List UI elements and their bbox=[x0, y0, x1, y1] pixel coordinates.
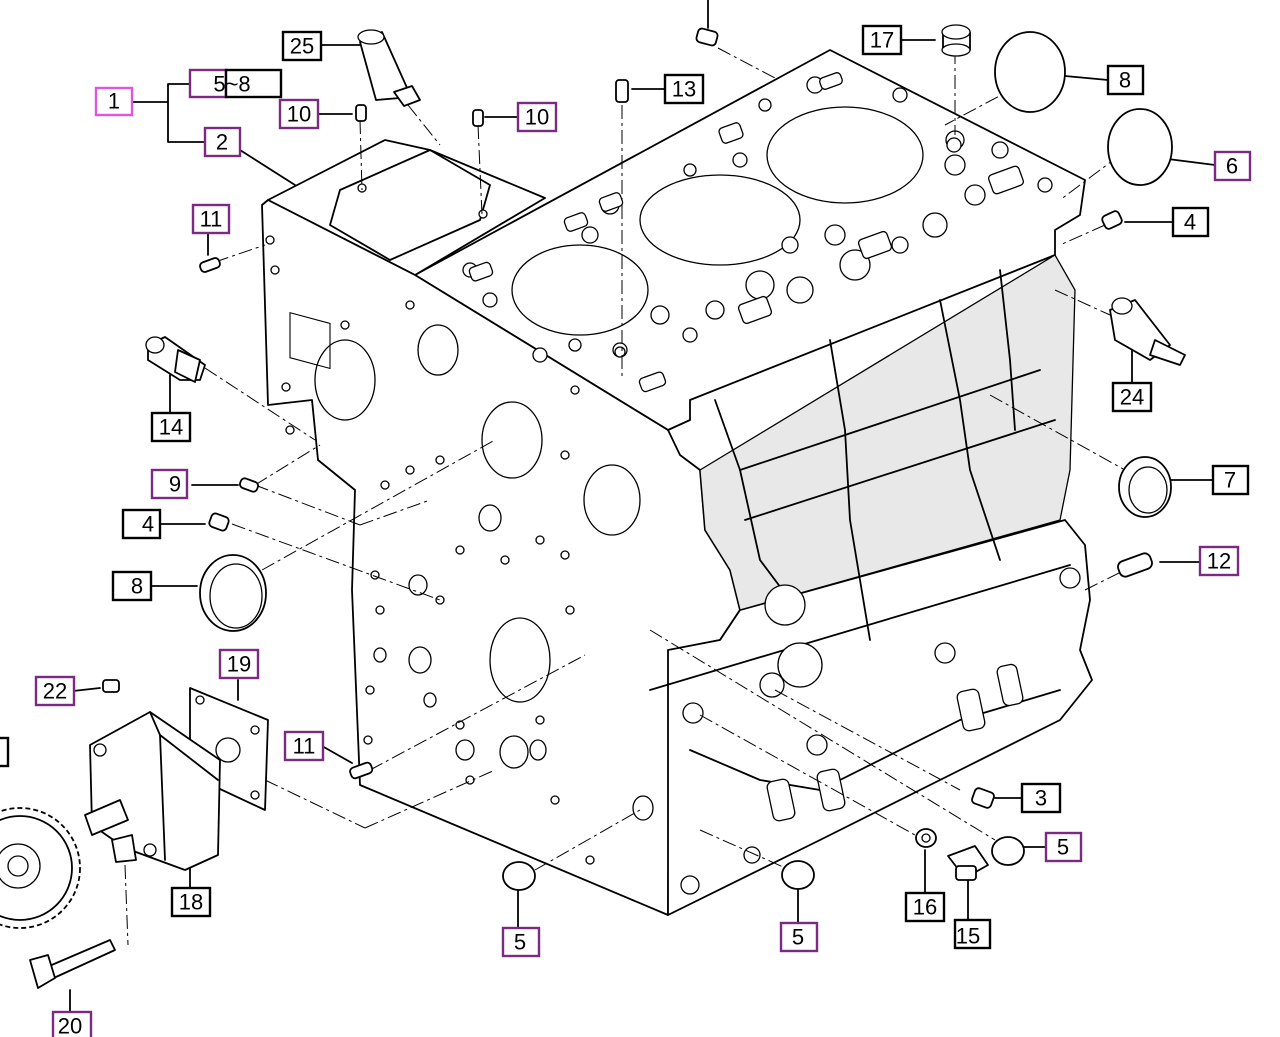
part-24-sensor bbox=[1109, 297, 1186, 366]
callout-22: 22 bbox=[34, 675, 76, 707]
callout-11a: 11 bbox=[191, 203, 231, 235]
callout-8a: 8 bbox=[1106, 64, 1145, 96]
callout-6: 6 bbox=[1213, 150, 1252, 182]
part-25-sensor bbox=[357, 29, 421, 107]
part-4-plug-left bbox=[208, 512, 230, 532]
callout-label: 14 bbox=[159, 415, 183, 440]
callouts: 1 5~8 2 25 10 10 13 17 8 6 4 11 24 14 9 … bbox=[0, 24, 1252, 1037]
callout-label: 4 bbox=[1184, 210, 1196, 235]
callout-label: 7 bbox=[1224, 468, 1236, 493]
part-5-plug-left bbox=[502, 861, 536, 891]
callout-label: 1 bbox=[108, 89, 120, 114]
part-13-pin bbox=[615, 79, 629, 103]
part-8-plug-left bbox=[199, 554, 267, 632]
part-15-drain-plug bbox=[947, 845, 989, 881]
callout-4b: 4 bbox=[121, 508, 162, 540]
callout-5a: 5 bbox=[1044, 831, 1083, 863]
callout-label: 24 bbox=[1120, 385, 1144, 410]
callout-14: 14 bbox=[150, 411, 192, 443]
loose-parts bbox=[0, 24, 1186, 989]
callout-5b: 5 bbox=[501, 926, 541, 958]
callout-1: 1 bbox=[94, 86, 134, 117]
callout-24: 24 bbox=[1111, 381, 1153, 413]
callout-label: 8 bbox=[1119, 68, 1131, 93]
callout-label: 4 bbox=[142, 512, 154, 537]
callout-label: 18 bbox=[179, 890, 203, 915]
callout-9: 9 bbox=[150, 468, 189, 500]
part-gear bbox=[0, 807, 81, 929]
callout-20: 20 bbox=[51, 1010, 93, 1037]
callout-label: 3 bbox=[1035, 786, 1047, 811]
callout-label: 8 bbox=[131, 574, 143, 599]
callout-17: 17 bbox=[861, 24, 903, 56]
callout-edge-partial bbox=[0, 736, 10, 768]
part-12-pin bbox=[1117, 552, 1153, 578]
part-16-washer bbox=[915, 828, 937, 848]
callout-label: 16 bbox=[913, 895, 937, 920]
callout-label: 5 bbox=[514, 930, 526, 955]
callout-19: 19 bbox=[218, 648, 260, 680]
cylinder-block bbox=[261, 49, 1093, 916]
part-5-plug-mid bbox=[781, 860, 815, 890]
callout-16: 16 bbox=[904, 891, 946, 923]
callout-8b: 8 bbox=[111, 570, 153, 602]
part-10-pin-b bbox=[472, 109, 484, 127]
callout-label: 10 bbox=[525, 105, 549, 130]
part-17-cap bbox=[941, 24, 971, 57]
callout-10b: 10 bbox=[516, 101, 558, 133]
callout-13: 13 bbox=[663, 73, 705, 105]
callout-label: 25 bbox=[290, 34, 314, 59]
part-8-plug-top bbox=[994, 31, 1066, 113]
callout-label: 20 bbox=[58, 1014, 82, 1037]
callout-label: 22 bbox=[43, 679, 67, 704]
leader-lines bbox=[69, 0, 1216, 1013]
callout-label: 6 bbox=[1226, 154, 1238, 179]
callout-label: 5 bbox=[1057, 835, 1069, 860]
callout-4a: 4 bbox=[1171, 206, 1210, 238]
callout-10a: 10 bbox=[278, 98, 320, 130]
callout-label: 5~8 bbox=[213, 72, 250, 97]
callout-label: 15 bbox=[956, 924, 980, 949]
part-22-key bbox=[102, 679, 120, 693]
callout-7: 7 bbox=[1211, 464, 1250, 496]
callout-label: 13 bbox=[672, 77, 696, 102]
part-14-fitting bbox=[145, 336, 206, 383]
callout-12: 12 bbox=[1198, 545, 1240, 577]
part-9-pin bbox=[239, 477, 259, 493]
callout-18: 18 bbox=[170, 886, 212, 918]
callout-5c: 5 bbox=[779, 921, 819, 953]
part-11-pin-top bbox=[199, 257, 221, 273]
callout-15: 15 bbox=[953, 918, 992, 950]
part-3-plug bbox=[971, 787, 995, 809]
part-11-pin-bottom bbox=[349, 761, 374, 780]
callout-label: 17 bbox=[870, 28, 894, 53]
callout-25: 25 bbox=[281, 30, 323, 62]
part-6-plug bbox=[1107, 108, 1173, 186]
callout-label: 12 bbox=[1207, 549, 1231, 574]
part-7-ring bbox=[1118, 456, 1172, 518]
callout-label: 9 bbox=[169, 472, 181, 497]
callout-label: 5 bbox=[792, 925, 804, 950]
top-plug bbox=[695, 27, 719, 47]
callout-2: 2 bbox=[203, 126, 242, 158]
callout-label: 2 bbox=[216, 130, 228, 155]
deck-holes bbox=[462, 72, 1053, 393]
part-18-pump bbox=[84, 711, 221, 871]
callout-5-8: 5~8 bbox=[188, 68, 283, 99]
callout-label: 19 bbox=[227, 652, 251, 677]
part-10-pin-a bbox=[355, 104, 367, 122]
callout-11b: 11 bbox=[283, 730, 325, 762]
callout-label: 11 bbox=[200, 207, 223, 232]
part-5-plug-right bbox=[991, 836, 1025, 866]
callout-3: 3 bbox=[1020, 782, 1062, 814]
callout-label: 10 bbox=[287, 102, 311, 127]
part-20-bolt bbox=[29, 939, 116, 989]
part-4-plug-right bbox=[1101, 210, 1123, 230]
callout-label: 11 bbox=[293, 734, 316, 759]
side-holes bbox=[265, 235, 654, 865]
